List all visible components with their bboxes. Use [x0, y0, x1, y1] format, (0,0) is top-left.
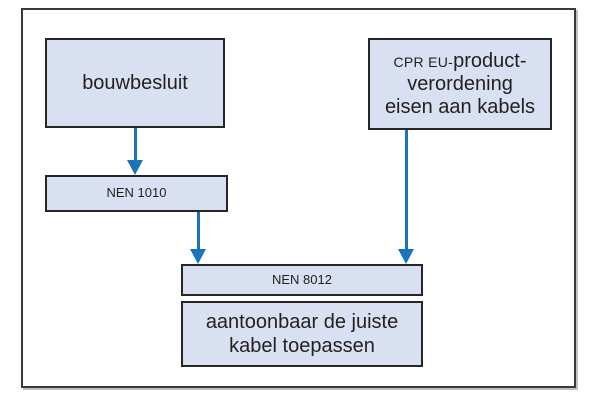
- arrow-stem: [196, 212, 200, 249]
- box-cpr-line3: eisen aan kabels: [384, 95, 536, 118]
- arrow-head: [127, 160, 143, 175]
- arrow-cpr-to-nen8012-icon: [398, 130, 414, 264]
- arrow-bouwbesluit-to-nen1010-icon: [127, 128, 143, 175]
- arrow-nen1010-to-nen8012-icon: [190, 212, 206, 264]
- box-nen1010-label: NEN 1010: [106, 185, 167, 201]
- box-conclusion-line2: kabel toepassen: [229, 335, 375, 357]
- box-bouwbesluit: bouwbesluit: [45, 38, 225, 128]
- arrow-stem: [404, 130, 408, 249]
- box-cpr-line2: verordening: [407, 72, 513, 95]
- box-cpr-prefix: CPR EU-: [393, 53, 454, 70]
- box-bouwbesluit-label: bouwbesluit: [82, 71, 188, 94]
- box-nen1010: NEN 1010: [45, 175, 228, 212]
- box-cpr-productverordening: CPR EU-product- verordening eisen aan ka…: [368, 38, 552, 130]
- box-conclusion: aantoonbaar de juiste kabel toepassen: [181, 301, 423, 367]
- arrow-head: [398, 249, 414, 264]
- box-cpr-line1: CPR EU-product-: [393, 50, 526, 73]
- box-nen8012-label: NEN 8012: [272, 271, 332, 287]
- arrow-head: [190, 249, 206, 264]
- arrow-stem: [133, 128, 137, 160]
- box-conclusion-line1: aantoonbaar de juiste: [205, 311, 399, 333]
- box-nen8012: NEN 8012: [181, 264, 423, 296]
- box-cpr-line1-rest: product-: [453, 49, 527, 72]
